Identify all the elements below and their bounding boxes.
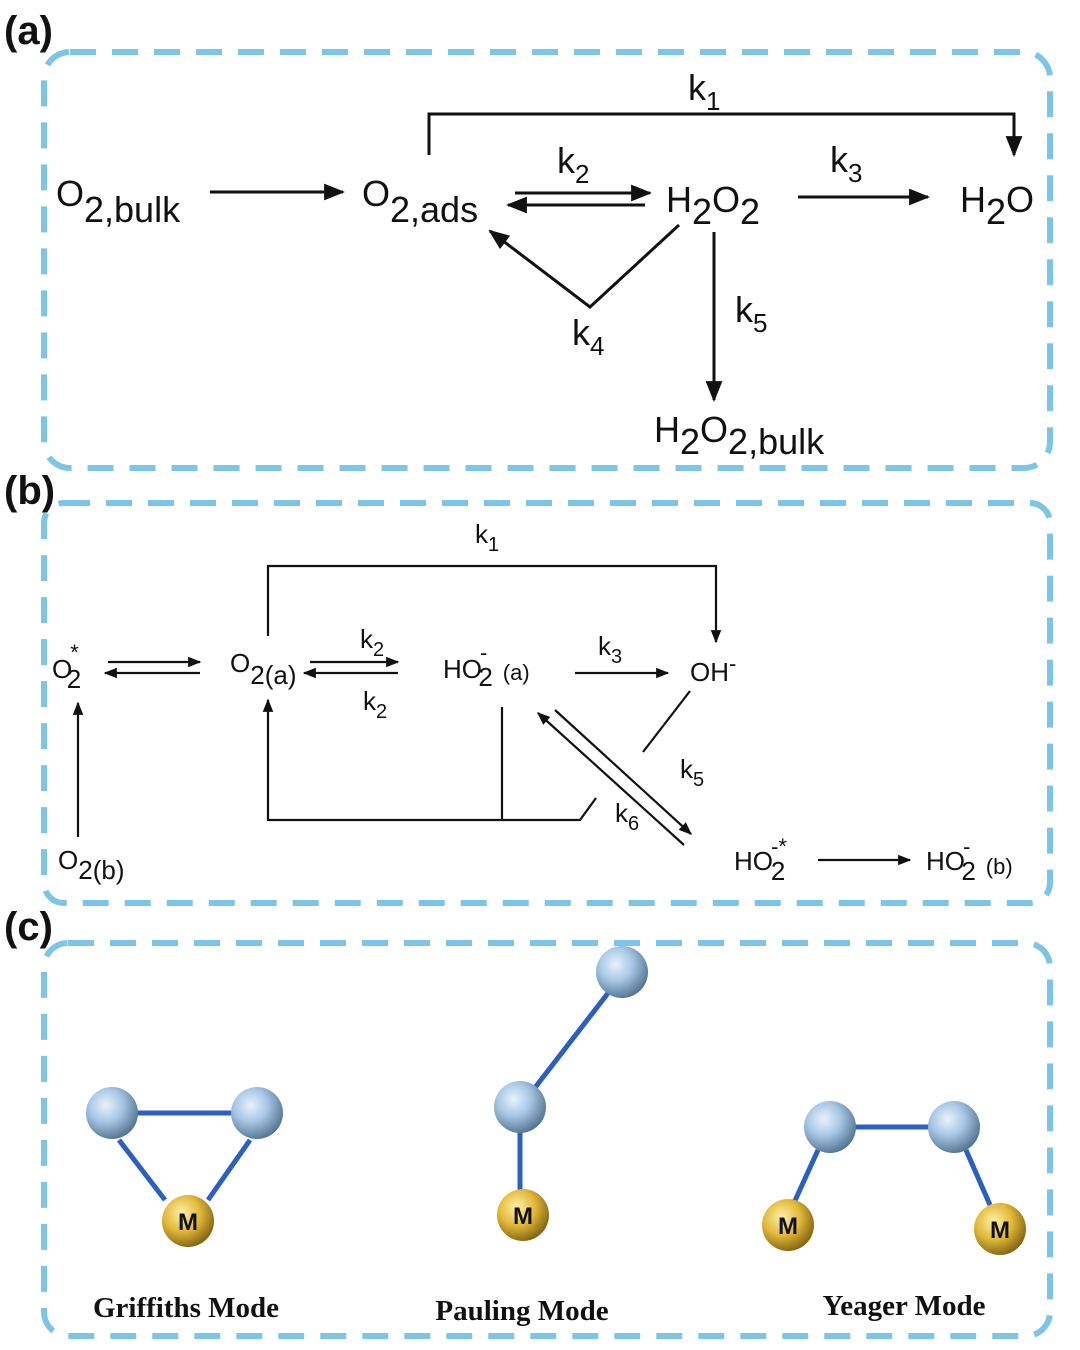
species-o2-star: O*2 [52, 640, 81, 694]
species-h2o: H2O [960, 179, 1034, 232]
o-m-bond [205, 1138, 253, 1202]
b-k2-fwd-label: k2 [360, 624, 384, 661]
species-ho2-star: HO-*2 [734, 834, 787, 886]
panel-a-label: (a) [4, 9, 53, 53]
metal-symbol: M [513, 1203, 533, 1230]
metal-atom [762, 1199, 814, 1251]
panel-c-label: (c) [4, 905, 53, 949]
metal-symbol: M [178, 1209, 198, 1236]
o-o-bond [518, 973, 624, 1109]
panel-c-frame [41, 940, 1053, 1339]
species-ho2-b: HO-2(b) [926, 834, 1013, 886]
b-arrow-k6 [537, 712, 685, 846]
b-k5-label: k5 [680, 754, 704, 791]
b-k6-label: k6 [615, 798, 639, 835]
metal-atom [497, 1189, 549, 1241]
species-o2-ads: O2,ads [362, 173, 478, 230]
b-k3-label: k3 [598, 631, 622, 668]
o-m-bond [790, 1148, 821, 1207]
oxygen-atom [494, 1081, 546, 1133]
oxygen-atom [231, 1087, 283, 1139]
yeager-mode-model: M M [762, 1101, 1026, 1255]
species-o2-bulk: O2,bulk [56, 173, 181, 230]
b-arrow-k5 [554, 709, 692, 835]
b-k2-rev-label: k2 [363, 686, 387, 723]
species-ho2-a: HO-2(a) [443, 640, 530, 692]
b-k6-branch-line [502, 797, 597, 822]
griffiths-mode-label: Griffiths Mode [93, 1292, 279, 1324]
pauling-mode-model: M [494, 946, 648, 1241]
panel-b-label: (b) [4, 469, 55, 513]
b-return-to-o2a-arrow [262, 698, 504, 822]
arrow-k4 [488, 223, 681, 309]
k1-bracket-arrow [427, 112, 1023, 158]
metal-atom [162, 1195, 214, 1247]
oxygen-atom [804, 1101, 856, 1153]
o-m-bond [963, 1149, 993, 1206]
species-h2o2-bulk: H2O2,bulk [654, 409, 825, 462]
metal-atom [974, 1203, 1026, 1255]
metal-symbol: M [778, 1213, 798, 1240]
oxygen-atom [86, 1087, 138, 1139]
a-k3-label: k3 [830, 139, 862, 188]
panel-a-frame [41, 49, 1053, 471]
a-k4-label: k4 [572, 312, 604, 361]
pauling-mode-label: Pauling Mode [435, 1295, 608, 1327]
panel-b-frame [41, 500, 1053, 906]
yeager-mode-label: Yeager Mode [823, 1290, 986, 1322]
species-o2-b: O2(b) [58, 845, 124, 885]
panel-b-diagram: k1 O*2 O2(a) k2 k2 HO-2(a) k3 OH- k5 k6 … [52, 519, 1013, 886]
b-k5-branch-line [642, 690, 691, 753]
metal-symbol: M [990, 1217, 1010, 1244]
griffiths-mode-model: M [86, 1087, 283, 1247]
oxygen-atom [596, 946, 648, 998]
panel-a-diagram: k1 O2,bulk O2,ads k2 H2O2 k3 H2O k4 k5 H… [56, 67, 1034, 462]
o-m-bond [117, 1138, 167, 1202]
b-k1-bracket-arrow [266, 564, 722, 644]
a-k5-label: k5 [735, 289, 767, 338]
species-o2-a: O2(a) [230, 648, 296, 690]
a-k1-label: k1 [688, 67, 720, 116]
species-oh: OH- [690, 651, 736, 687]
species-h2o2: H2O2 [666, 179, 760, 232]
b-k1-label: k1 [475, 519, 499, 556]
oxygen-atom [928, 1101, 980, 1153]
a-k2-label: k2 [557, 140, 589, 189]
